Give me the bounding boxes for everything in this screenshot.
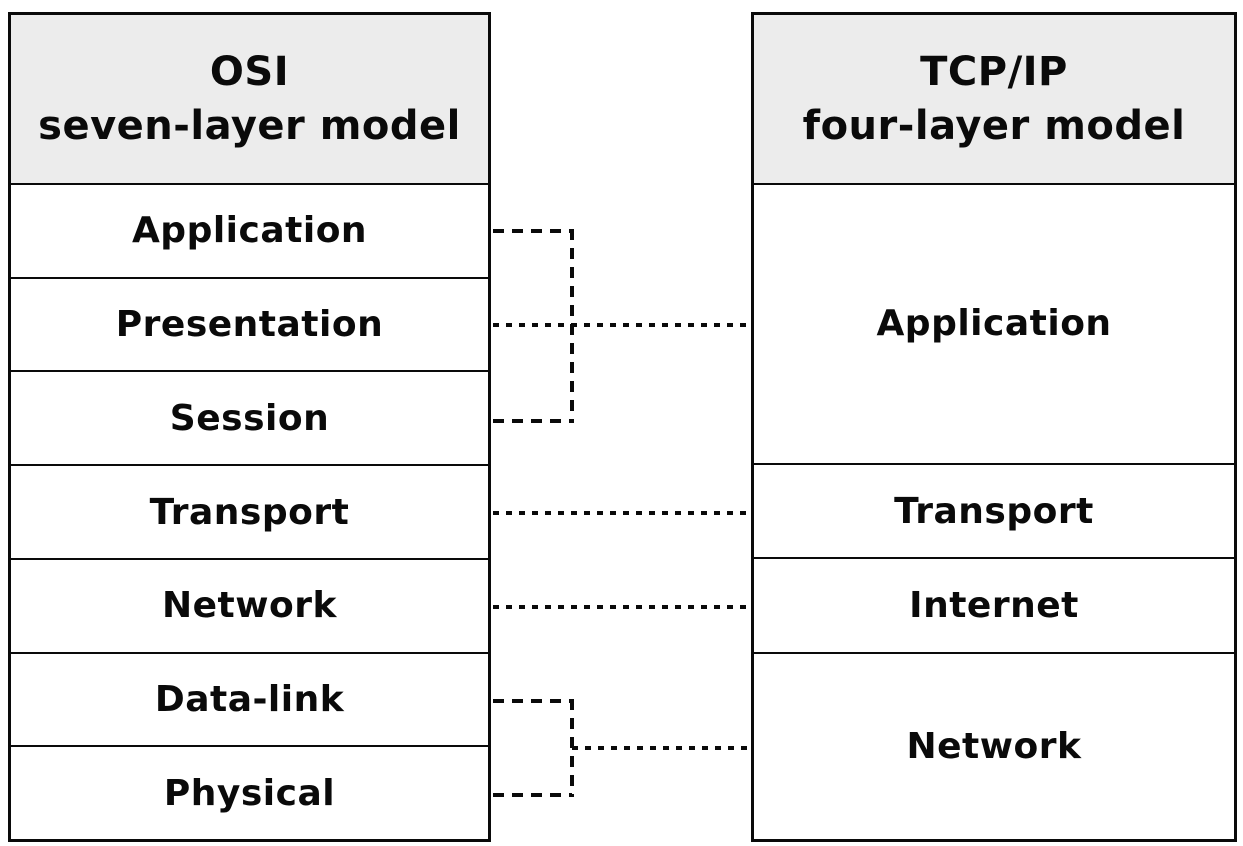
- layer-label: Internet: [909, 585, 1079, 627]
- connector-app-pres-session-to-application: [493, 229, 750, 423]
- layer-label: Transport: [894, 490, 1094, 532]
- layer-label: Application: [131, 210, 368, 252]
- osi-layer-physical: Physical: [11, 745, 488, 839]
- osi-layer-network: Network: [11, 557, 488, 652]
- tcpip-table-header: TCP/IP four-layer model: [754, 15, 1234, 185]
- osi-title-line1: OSI: [209, 49, 290, 95]
- osi-layer-session: Session: [11, 370, 488, 464]
- osi-layer-data-link: Data-link: [11, 651, 488, 746]
- osi-layer-application: Application: [11, 185, 488, 277]
- layer-label: Network: [162, 585, 337, 627]
- osi-layer-transport: Transport: [11, 464, 488, 558]
- connector-datalink-physical-to-network: [493, 699, 750, 797]
- tcpip-layer-network: Network: [754, 651, 1234, 839]
- layer-label: Application: [876, 303, 1112, 345]
- osi-title-line2: seven-layer model: [38, 103, 461, 149]
- osi-table: OSI seven-layer model Application Presen…: [8, 12, 491, 842]
- tcpip-table: TCP/IP four-layer model Application Tran…: [751, 12, 1237, 842]
- layer-label: Session: [169, 397, 330, 439]
- osi-table-header: OSI seven-layer model: [11, 15, 488, 185]
- layer-label: Network: [906, 725, 1082, 767]
- tcpip-layer-internet: Internet: [754, 557, 1234, 652]
- layer-label: Transport: [149, 491, 350, 533]
- layer-label: Physical: [163, 772, 336, 814]
- osi-layer-presentation: Presentation: [11, 276, 488, 371]
- layer-label: Data-link: [154, 678, 345, 720]
- tcpip-title-line2: four-layer model: [802, 103, 1186, 149]
- tcpip-layer-application: Application: [754, 185, 1234, 463]
- tcpip-layer-transport: Transport: [754, 462, 1234, 558]
- layer-label: Presentation: [115, 304, 384, 346]
- tcpip-title-line1: TCP/IP: [920, 49, 1068, 95]
